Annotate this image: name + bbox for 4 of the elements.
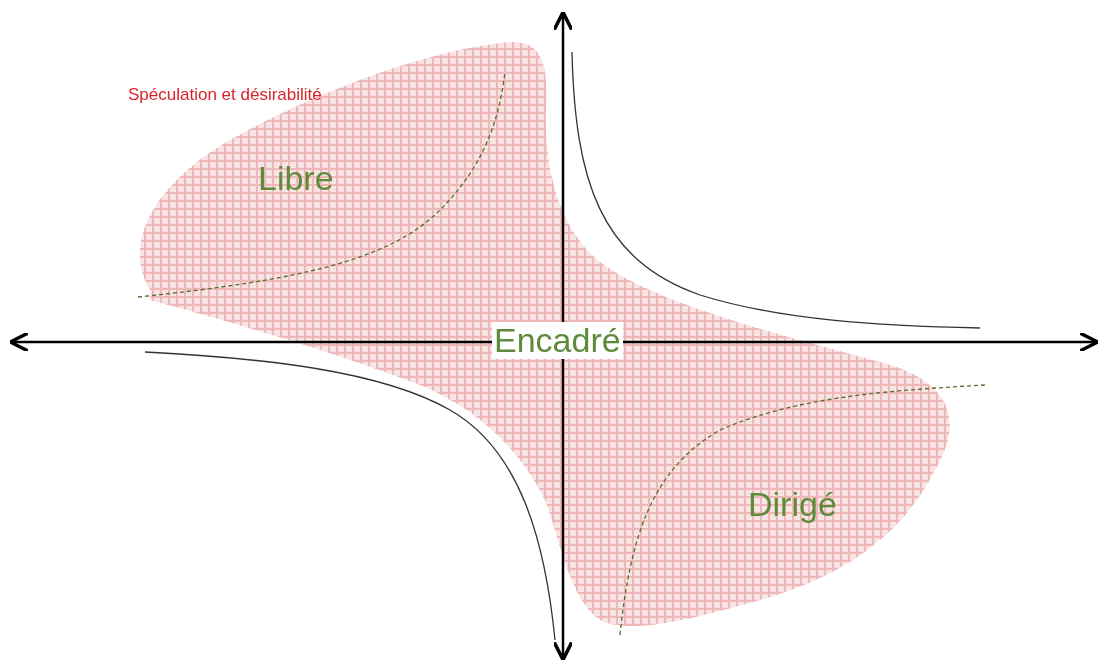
annotation-text: Spéculation et désirabilité [128, 86, 322, 105]
region-label: Encadré [492, 322, 623, 360]
region-label: Libre [258, 160, 334, 198]
region-label: Dirigé [748, 486, 837, 524]
